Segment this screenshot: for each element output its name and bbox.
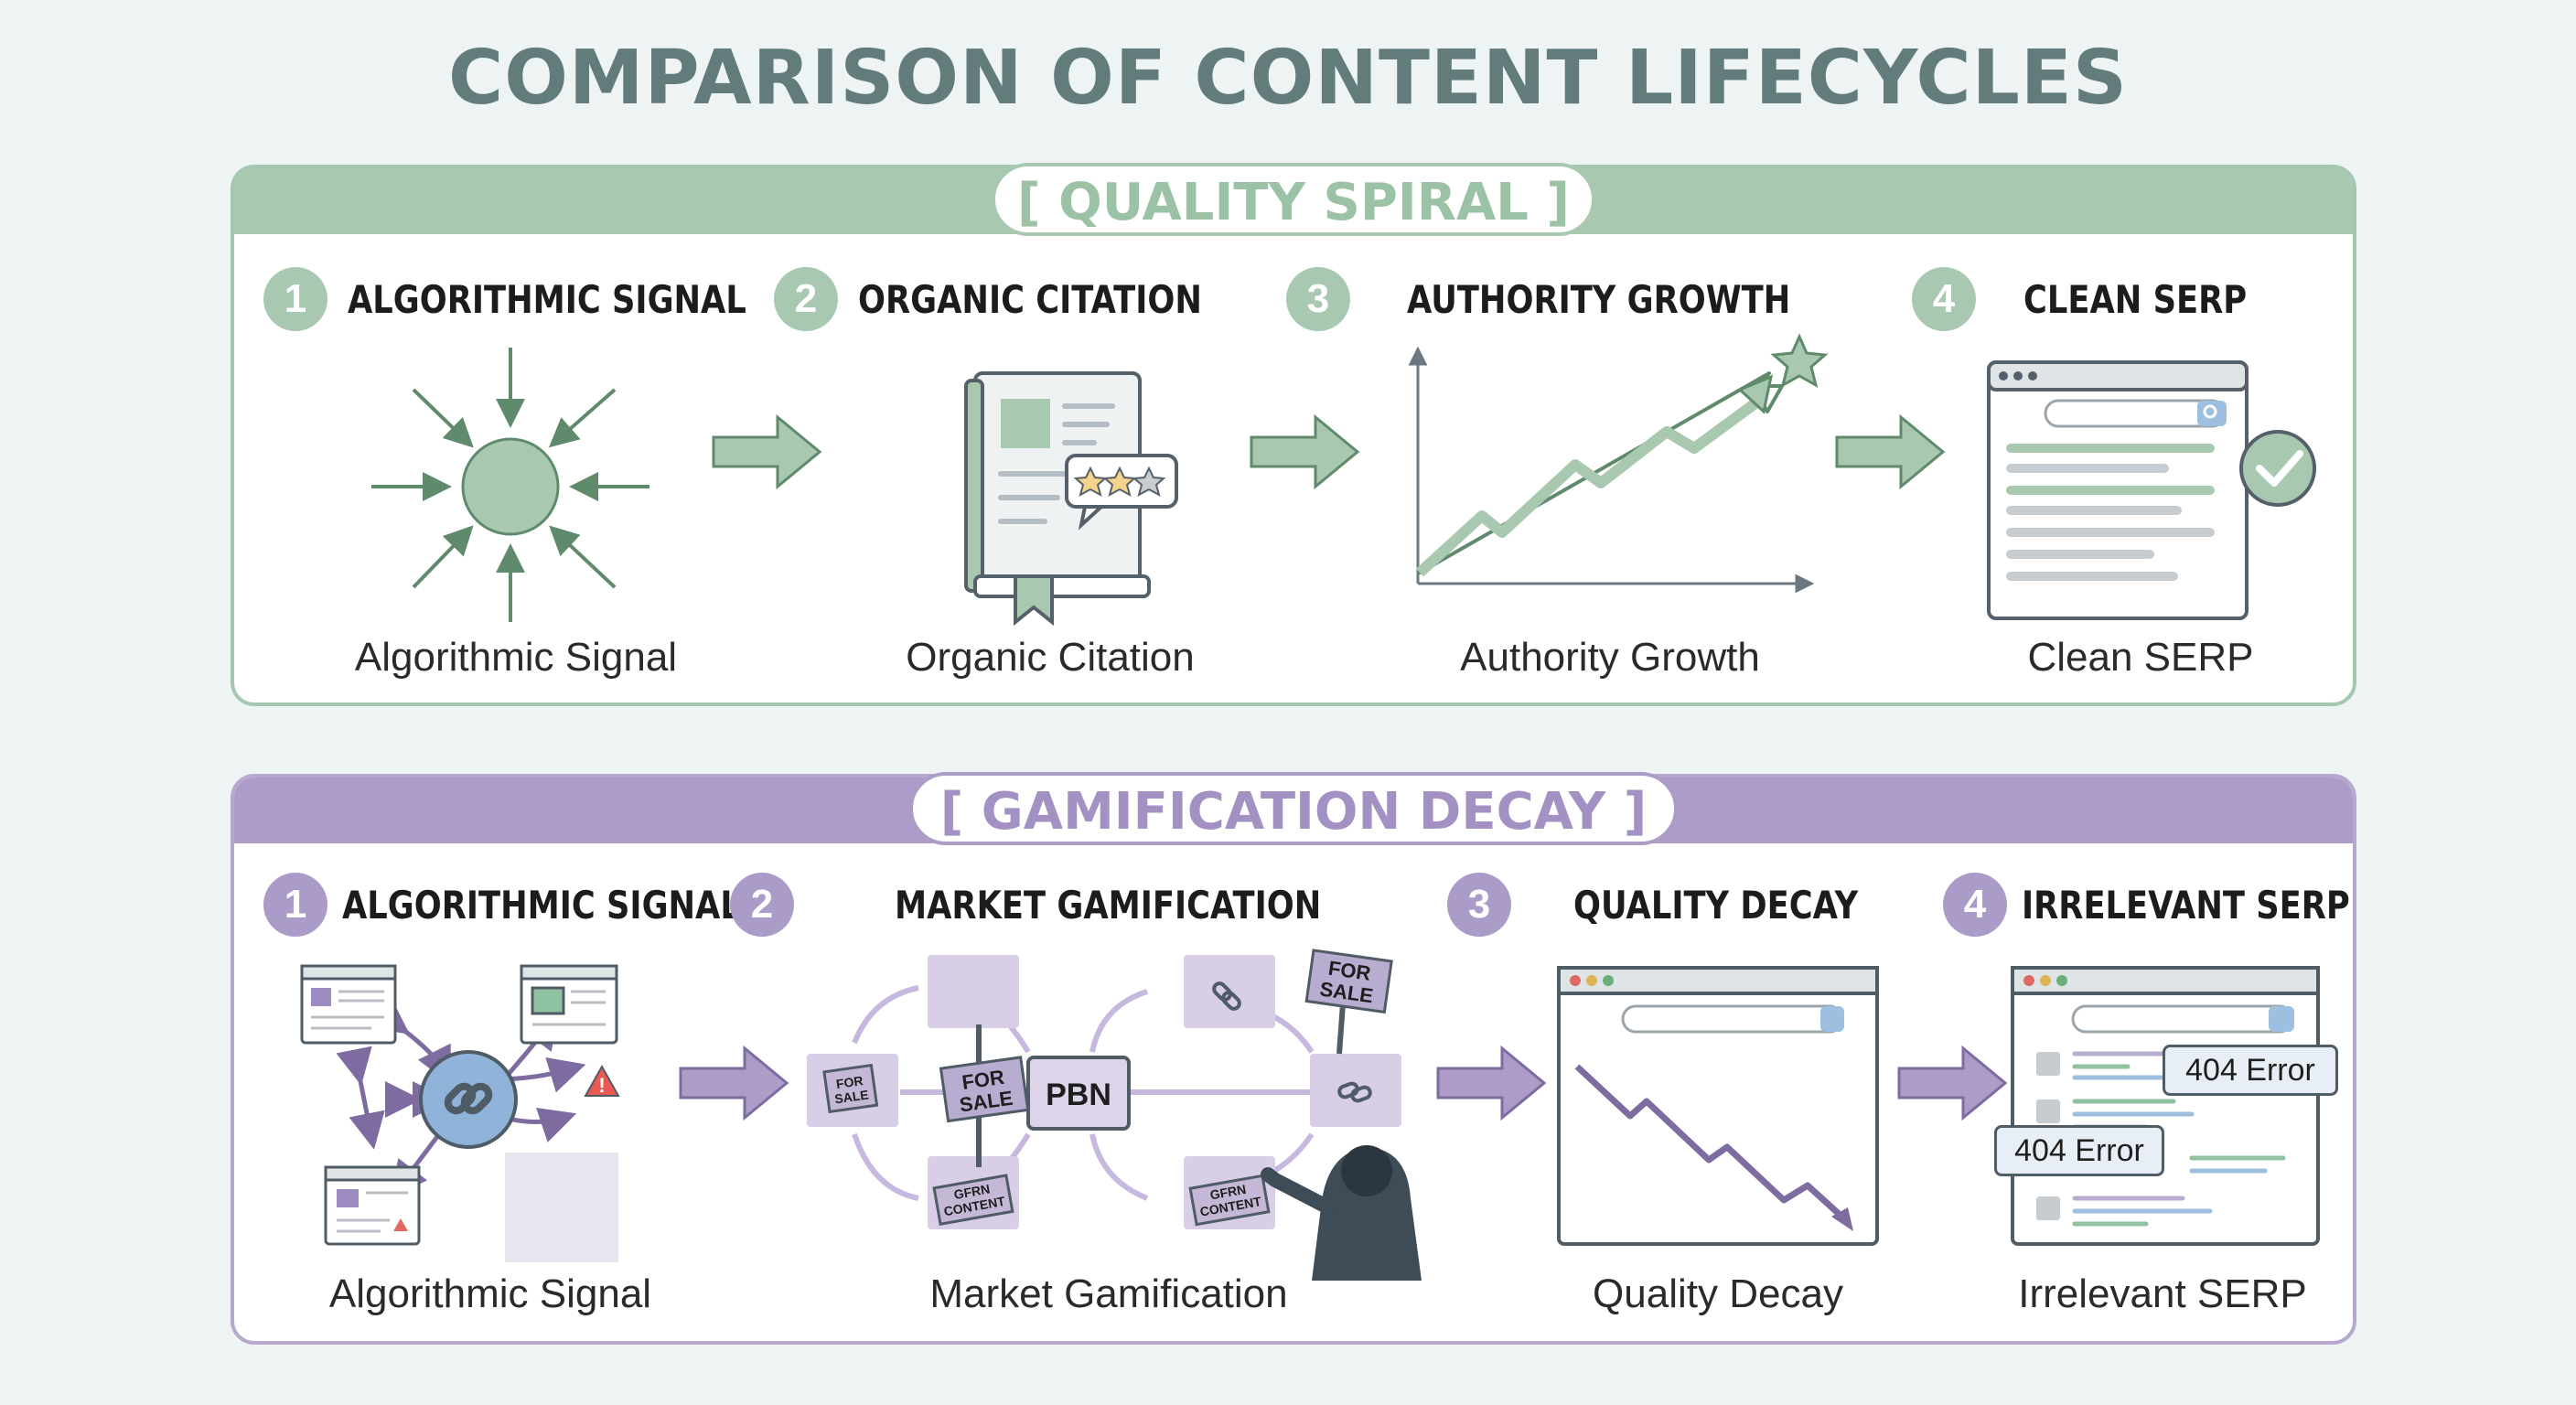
algorithmic-signal-icon [371, 348, 649, 622]
content-sign-text: GFRN [1209, 1182, 1248, 1203]
step-caption: Algorithmic Signal [328, 1271, 652, 1316]
decay-step-1-heading: 1 ALGORITHMIC SIGNAL [263, 873, 817, 937]
step-caption: Algorithmic Signal [354, 635, 678, 680]
step-caption: Irrelevant SERP [2018, 1271, 2307, 1316]
step-caption: Market Gamification [929, 1271, 1288, 1316]
organic-citation-book-icon [964, 371, 1178, 627]
pbn-market-network-icon: PBN FOR SALE FOR SALE FOR SALE GFRN CONT… [807, 949, 1422, 1281]
step-caption: Authority Growth [1460, 635, 1760, 680]
spiral-step-4-heading: 4 CLEAN SERP [1912, 267, 2290, 331]
step-title: ALGORITHMIC SIGNAL [342, 882, 741, 928]
flow-arrow-icon [1250, 413, 1360, 490]
authority-growth-chart-icon [1408, 333, 1829, 594]
for-sale-sign-text: FOR [835, 1073, 864, 1091]
step-title: IRRELEVANT SERP [2022, 882, 2350, 928]
irrelevant-serp-browser-icon [2011, 966, 2320, 1246]
pbn-label: PBN [1046, 1078, 1111, 1112]
quality-spiral-label: [ QUALITY SPIRAL ] [992, 163, 1595, 236]
step-number-badge: 1 [263, 873, 327, 937]
step-title: AUTHORITY GROWTH [1407, 276, 1791, 322]
decay-step-3-heading: 3 QUALITY DECAY [1447, 873, 1912, 937]
step-caption: Organic Citation [906, 635, 1195, 680]
spiral-step-3-heading: 3 AUTHORITY GROWTH [1286, 267, 1863, 331]
error-404-label: 404 Error [1994, 1125, 2164, 1176]
step-number-badge: 2 [730, 873, 794, 937]
content-sign-text: GFRN [952, 1181, 991, 1202]
step-number-badge: 2 [774, 267, 838, 331]
clean-serp-browser-icon [1987, 360, 2316, 620]
flow-arrow-icon [1897, 1045, 2008, 1121]
decay-step-4-heading: 4 IRRELEVANT SERP [1943, 873, 2412, 937]
step-number-badge: 3 [1286, 267, 1350, 331]
flow-arrow-icon [712, 413, 822, 490]
quality-spiral-panel: [ QUALITY SPIRAL ] 1 ALGORITHMIC SIGNAL … [231, 163, 2356, 706]
flow-arrow-icon [679, 1045, 789, 1121]
error-404-label: 404 Error [2163, 1045, 2338, 1096]
step-title: QUALITY DECAY [1573, 882, 1859, 928]
step-title: CLEAN SERP [2023, 276, 2248, 322]
page-title: COMPARISON OF CONTENT LIFECYCLES [448, 35, 2128, 122]
for-sale-sign-text: SALE [833, 1087, 869, 1106]
decay-step-2-heading: 2 MARKET GAMIFICATION [730, 873, 1402, 937]
spiral-step-1-heading: 1 ALGORITHMIC SIGNAL [263, 267, 822, 331]
step-number-badge: 1 [263, 267, 327, 331]
step-title: MARKET GAMIFICATION [895, 882, 1322, 928]
svg-text:!: ! [598, 1074, 605, 1097]
step-title: ORGANIC CITATION [858, 276, 1202, 322]
gamification-decay-label: [ GAMIFICATION DECAY ] [909, 772, 1678, 845]
step-caption: Clean SERP [2027, 635, 2254, 680]
link-hub-network-icon: ! [300, 964, 620, 1262]
quality-decay-browser-icon [1557, 966, 1879, 1246]
gamification-decay-panel: [ GAMIFICATION DECAY ] 1 ALGORITHMIC SIG… [231, 772, 2356, 1345]
step-caption: Quality Decay [1593, 1271, 1843, 1316]
flow-arrow-icon [1436, 1045, 1547, 1121]
step-number-badge: 3 [1447, 873, 1511, 937]
step-number-badge: 4 [1912, 267, 1976, 331]
spiral-step-2-heading: 2 ORGANIC CITATION [774, 267, 1267, 331]
step-title: ALGORITHMIC SIGNAL [348, 276, 746, 322]
flow-arrow-icon [1835, 413, 1946, 490]
step-number-badge: 4 [1943, 873, 2007, 937]
